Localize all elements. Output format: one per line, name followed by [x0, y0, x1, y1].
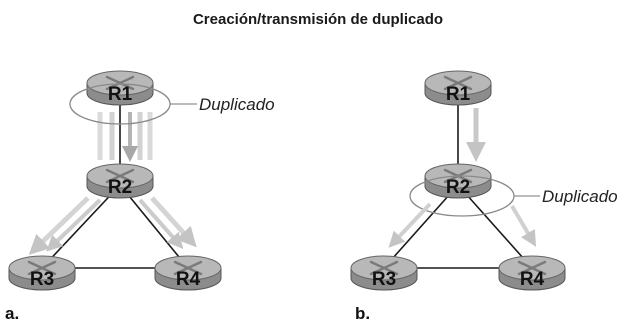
duplicate-label-b: Duplicado [542, 187, 618, 206]
link-r2-r4-b [457, 184, 533, 269]
fanout-arrows-b [388, 202, 537, 248]
link-r2-r3-b [383, 184, 459, 269]
link-r2-r4 [119, 184, 189, 269]
router-label-r2: R2 [108, 177, 132, 198]
router-label-r1-b: R1 [446, 84, 471, 105]
figure-title: Creación/transmisión de duplicado [193, 11, 443, 28]
router-label-r4-b: R4 [520, 269, 545, 290]
link-r2-r3 [41, 184, 121, 269]
router-label-r3: R3 [30, 269, 54, 290]
panel-label-a: a. [5, 304, 19, 323]
fanout-arrows-a [28, 196, 197, 255]
router-label-r2-b: R2 [446, 177, 470, 198]
panel-label-b: b. [355, 304, 370, 323]
duplicate-label-a: Duplicado [199, 95, 275, 114]
router-label-r4: R4 [176, 269, 201, 290]
panel-b: R1 R2 R3 R4 Duplicado b. [349, 69, 618, 323]
panel-a: R1 R2 R3 R4 Duplicado a. [5, 69, 275, 323]
router-label-r3-b: R3 [372, 269, 396, 290]
router-label-r1: R1 [108, 84, 133, 105]
transmission-arrows-a [97, 112, 153, 162]
